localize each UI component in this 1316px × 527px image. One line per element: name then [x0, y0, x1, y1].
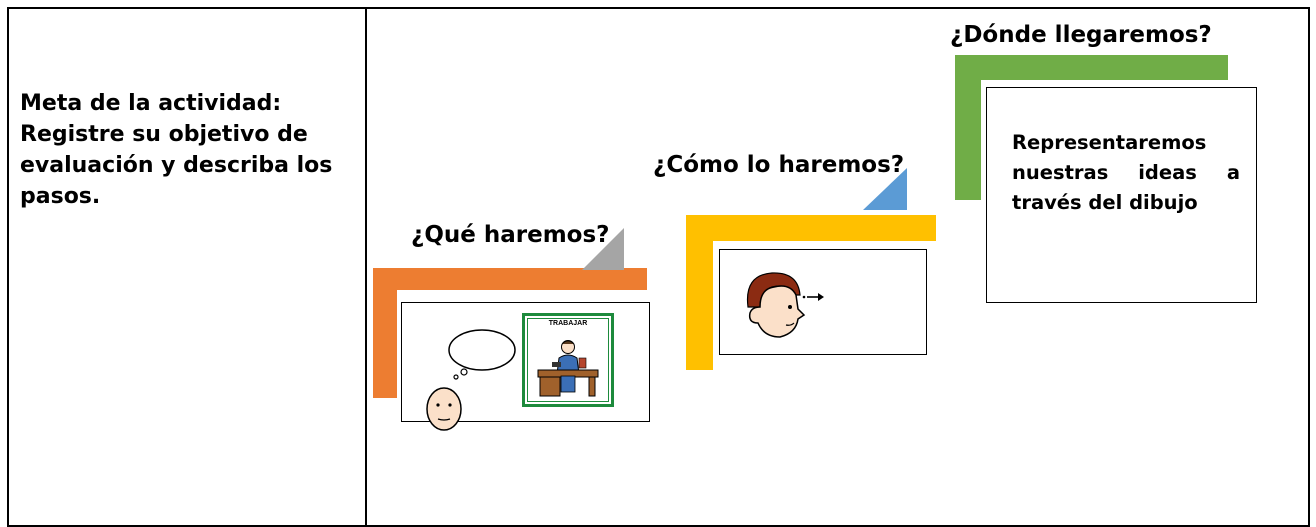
destination-line: través del dibujo: [1012, 191, 1198, 214]
worker-at-desk-icon: [537, 340, 599, 397]
activity-goal-line: evaluación y describa los: [20, 153, 333, 178]
step2-corner-shape: [863, 168, 907, 210]
activity-goal-line: pasos.: [20, 184, 101, 209]
step1-picture-box: TRABAJAR: [401, 302, 650, 431]
step1-accent-bar-left: [373, 268, 397, 398]
trabajar-card-label: TRABAJAR: [548, 320, 588, 327]
step2-accent-bar-left: [686, 215, 713, 370]
activity-goal-line: Meta de la actividad:: [20, 91, 282, 116]
destination-line: Representaremos: [1012, 131, 1207, 154]
column-divider: [365, 7, 367, 527]
step1-accent-bar-top: [373, 268, 647, 290]
step2-heading: ¿Cómo lo haremos?: [653, 152, 905, 178]
activity-goal-line: Registre su objetivo de: [20, 122, 308, 147]
face-looking-right-icon: [746, 272, 824, 338]
step2-accent-bar-top: [686, 215, 936, 241]
step2-picture-box: [719, 249, 927, 355]
step3-accent-bar-left: [955, 55, 981, 200]
destination-text: Representaremos nuestras ideas a través …: [1012, 128, 1240, 218]
activity-goal-text: Meta de la actividad: Registre su objeti…: [20, 88, 356, 212]
trabajar-card: TRABAJAR: [522, 313, 614, 407]
step3-accent-bar-top: [955, 55, 1228, 80]
step1-corner-shape: [582, 228, 624, 270]
step3-heading: ¿Dónde llegaremos?: [950, 22, 1212, 48]
step3-text-box: [986, 87, 1257, 303]
destination-line: nuestras ideas a: [1012, 161, 1240, 184]
step1-heading: ¿Qué haremos?: [411, 222, 610, 248]
thinking-face-icon: [426, 329, 516, 431]
